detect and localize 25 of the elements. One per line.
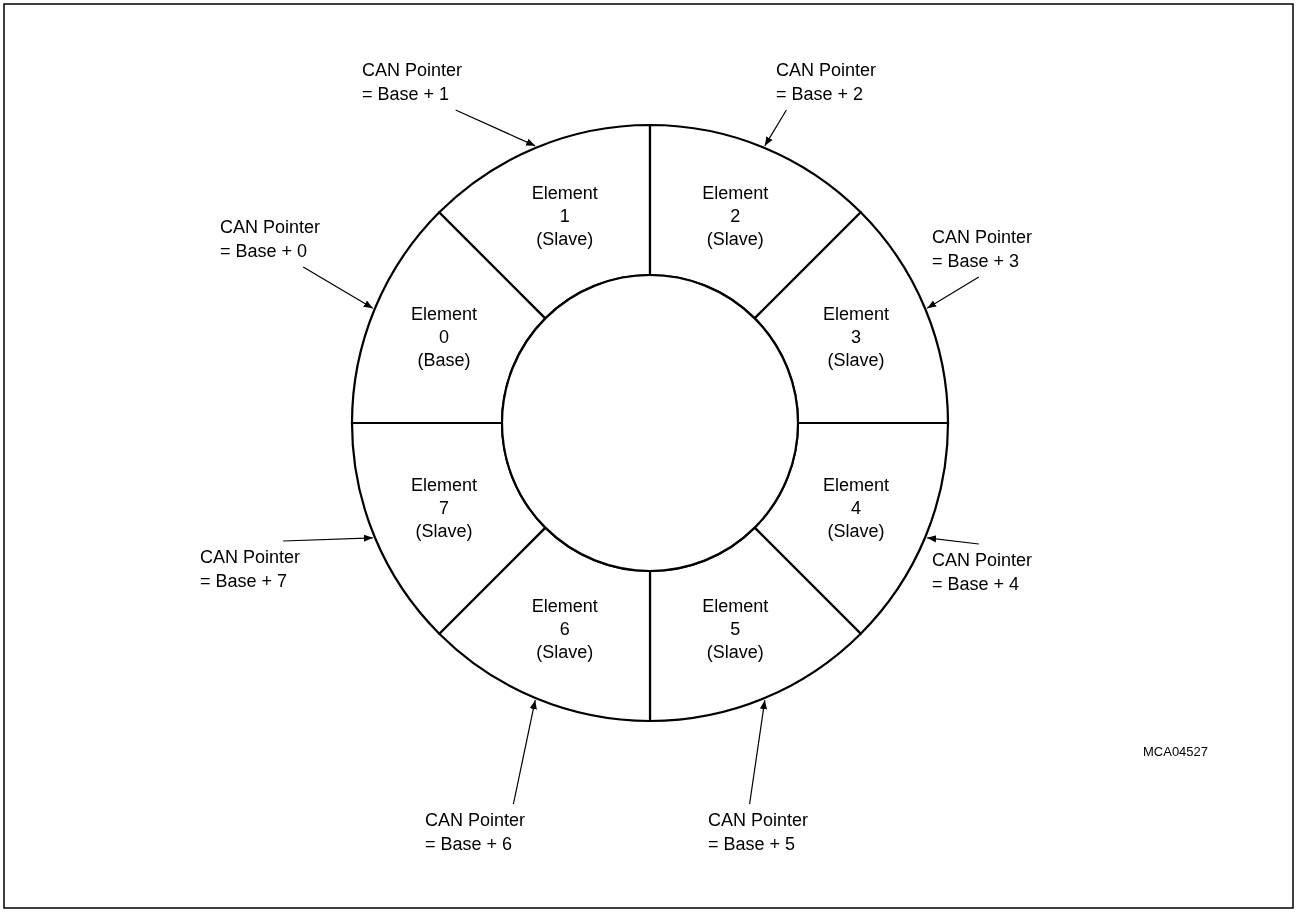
arrow	[455, 109, 536, 147]
arrow	[926, 535, 980, 545]
segment-label: Element 0 (Base)	[410, 303, 477, 373]
arrow	[282, 534, 374, 542]
pointer-label: CAN Pointer = Base + 6	[425, 809, 527, 856]
segment-label: Element 4 (Slave)	[823, 473, 889, 543]
pointer-label: CAN Pointer = Base + 0	[220, 216, 322, 263]
pointer-label: CAN Pointer = Base + 4	[932, 549, 1034, 596]
segment-label: Element 3 (Slave)	[823, 303, 889, 373]
arrow	[764, 109, 787, 147]
arrow	[926, 276, 980, 309]
pointer-label: CAN Pointer = Base + 5	[708, 809, 810, 856]
segment-label: Element 1 (Slave)	[531, 182, 598, 252]
segment-label: Element 5 (Slave)	[702, 594, 769, 664]
arrow	[749, 699, 768, 805]
segment-label: Element 6 (Slave)	[531, 594, 598, 664]
pointer-label: CAN Pointer = Base + 3	[932, 226, 1034, 273]
arrow	[302, 266, 374, 309]
arrow	[512, 699, 537, 805]
segment-label: Element 2 (Slave)	[702, 182, 769, 252]
pointer-label: CAN Pointer = Base + 7	[200, 546, 302, 593]
pointer-label: CAN Pointer = Base + 1	[362, 59, 464, 106]
segment-label: Element 7 (Slave)	[410, 473, 477, 543]
pointer-label: CAN Pointer = Base + 2	[776, 59, 878, 106]
figure-id: MCA04527	[1143, 744, 1209, 759]
